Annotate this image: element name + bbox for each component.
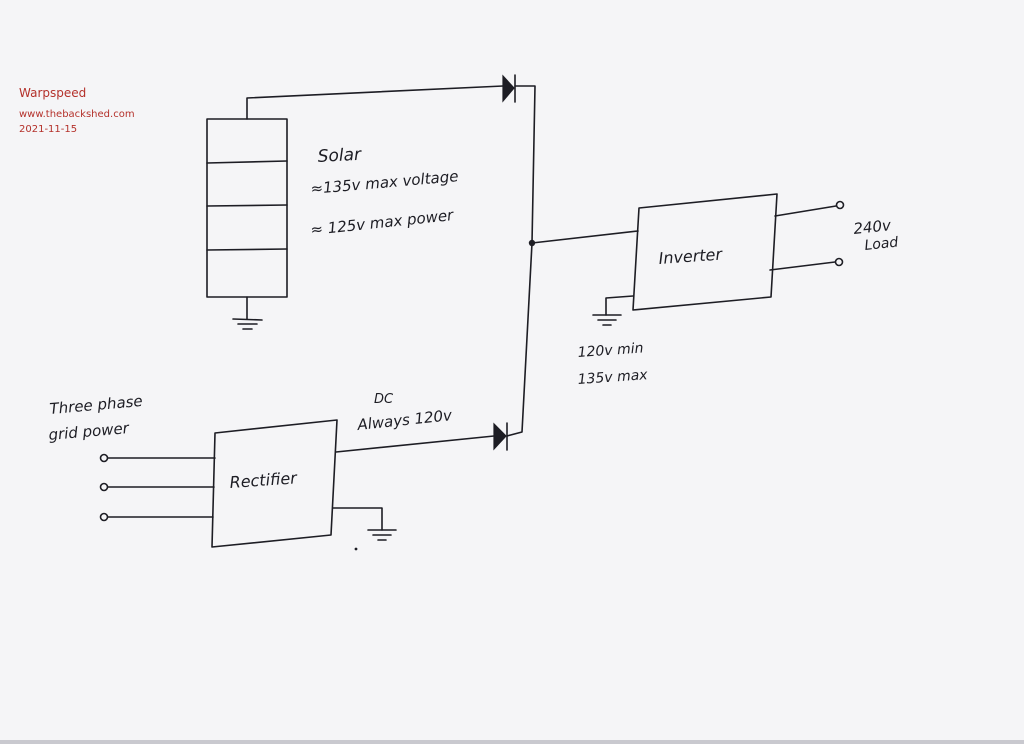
load-output-wire: [774, 205, 837, 217]
solar-feed-wire: [246, 85, 504, 120]
load-terminal-icon: [834, 257, 844, 267]
dc-label: DC: [374, 392, 394, 407]
grid-input-wires: [99, 453, 216, 522]
inverter-max-voltage: 135v max: [577, 367, 649, 388]
rectifier-box: [211, 419, 338, 548]
solar-diode-icon: [502, 74, 516, 103]
grid-terminal-icon: [99, 482, 109, 492]
inverter-box: [632, 193, 778, 311]
inverter-input-wire: [531, 230, 639, 244]
inverter-ground-icon: [592, 295, 634, 326]
solar-cell-divider: [206, 248, 288, 251]
inverter-label: Inverter: [658, 245, 724, 268]
rectifier-diode-icon: [493, 422, 508, 451]
solar-max-voltage: ≈135v max voltage: [310, 167, 459, 198]
rectifier-ground-icon: [332, 507, 397, 551]
load-terminal-icon: [835, 200, 845, 210]
dc-bus-wire: [506, 85, 536, 437]
grid-terminal-icon: [99, 453, 109, 463]
grid-terminal-icon: [99, 512, 109, 522]
solar-panel-frame: [206, 118, 288, 298]
credit-author: Warpspeed: [19, 86, 87, 100]
dc-always-label: Always 120v: [356, 406, 454, 434]
inverter-min-voltage: 120v min: [577, 340, 644, 361]
rectifier-output-wire: [335, 435, 495, 453]
solar-ground-icon: [232, 296, 263, 330]
load-label: Load: [864, 235, 899, 254]
credit-site: www.thebackshed.com: [19, 109, 135, 120]
solar-cell-divider: [206, 160, 288, 164]
rectifier-label: Rectifier: [229, 468, 299, 492]
solar-max-power: ≈ 125v max power: [310, 206, 455, 239]
solar-cell-divider: [206, 204, 288, 207]
load-output-wire: [769, 261, 836, 271]
credit-date: 2021-11-15: [19, 124, 78, 135]
grid-label-line2: grid power: [48, 419, 131, 444]
load-voltage-label: 240v: [853, 216, 893, 238]
grid-label-line1: Three phase: [49, 392, 144, 418]
solar-panel: [206, 118, 288, 298]
solar-title: Solar: [317, 145, 362, 167]
